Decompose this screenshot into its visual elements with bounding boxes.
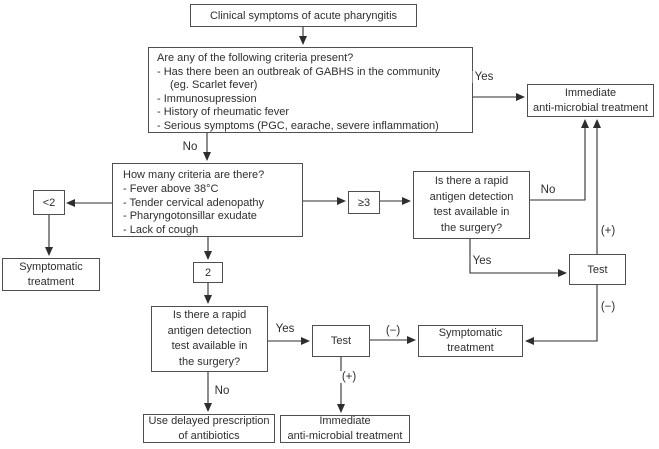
edge-label-plus-test-mid: (+) — [339, 371, 359, 383]
node-rapid-test-question-right: Is there a rapid antigen detection test … — [413, 171, 530, 239]
node-text-line: anti-microbial treatment — [287, 430, 403, 442]
edge-label-no-rapid-right: No — [538, 184, 558, 196]
node-symptomatic-treatment-mid: Symptomatic treatment — [418, 325, 523, 357]
node-text-line: - Immunosupression — [157, 92, 257, 105]
node-text-line: Symptomatic — [438, 327, 503, 339]
node-text-line: - Fever above 38°C — [123, 182, 219, 195]
node-text-line: (eg. Scarlet fever) — [170, 79, 258, 91]
node-text-line: - Lack of cough — [123, 224, 199, 237]
node-text-line: the surgery? — [178, 355, 241, 368]
node-text-line: - Has there been an outbreak of GABHS in… — [157, 65, 441, 78]
node-text-line: Use delayed prescription — [148, 414, 270, 427]
node-text-line: Are any of the following criteria presen… — [157, 52, 354, 64]
node-text: <2 — [42, 196, 56, 209]
edge-label-yes-rapid-right: Yes — [470, 255, 494, 267]
node-text-line: Is there a rapid — [434, 175, 509, 187]
node-text-line: test available in — [433, 206, 510, 218]
node-text-line: - Tender cervical adenopathy — [123, 196, 265, 209]
node-text: Test — [330, 335, 352, 347]
node-text-line: - Serious symptoms (PGC, earache, severe… — [157, 119, 439, 132]
edge-label-no-rapid-mid: No — [212, 385, 232, 397]
node-exactly-2: 2 — [193, 262, 223, 283]
node-text-line: Immediate — [564, 86, 617, 99]
node-text-line: test available in — [171, 340, 248, 352]
node-text-line: the surgery? — [440, 221, 503, 234]
node-text-line: - Pharyngotonsillar exudate — [123, 210, 257, 223]
node-text-line: How many criteria are there? — [123, 169, 265, 181]
edge-label-yes-rapid-mid: Yes — [273, 323, 297, 335]
node-criteria-question: Are any of the following criteria presen… — [148, 47, 473, 133]
node-clinical-symptoms: Clinical symptoms of acute pharyngitis — [190, 4, 417, 27]
node-less-than-2: <2 — [33, 190, 65, 215]
edge-test-right-minus-to-symptomatic — [525, 285, 598, 345]
node-immediate-treatment-top: Immediate anti-microbial treatment — [527, 84, 654, 117]
node-rapid-test-question-mid: Is there a rapid antigen detection test … — [151, 306, 268, 372]
node-text-line: of antibiotics — [178, 429, 240, 442]
node-text: Clinical symptoms of acute pharyngitis — [209, 9, 398, 22]
node-text-line: Symptomatic — [19, 260, 83, 273]
edge-label-plus-test-right: (+) — [598, 225, 618, 237]
node-text-line: - History of rheumatic fever — [157, 106, 290, 118]
node-text-line: treatment — [27, 275, 75, 288]
node-text-line: anti-microbial treatment — [533, 101, 648, 114]
node-text-line: antigen detection — [167, 324, 252, 337]
edge-label-minus-test-right: (−) — [598, 301, 618, 313]
node-delayed-prescription: Use delayed prescription of antibiotics — [143, 414, 275, 443]
node-text: Test — [587, 263, 608, 276]
node-text-line: antigen detection — [429, 190, 514, 203]
node-test-mid: Test — [312, 325, 370, 357]
node-text-line: Is there a rapid — [172, 309, 247, 321]
node-text-line: Immediate — [319, 415, 371, 427]
edge-label-no-criteria: No — [180, 141, 200, 153]
node-3-or-more: ≥3 — [348, 191, 380, 214]
node-text: ≥3 — [357, 196, 371, 209]
edge-label-yes-criteria: Yes — [472, 71, 496, 83]
node-how-many-criteria: How many criteria are there? - Fever abo… — [112, 163, 303, 237]
node-text: 2 — [204, 266, 212, 279]
node-symptomatic-treatment-left: Symptomatic treatment — [2, 258, 100, 291]
node-test-right: Test — [569, 254, 626, 285]
edge-label-minus-test-mid: (−) — [383, 325, 403, 337]
node-immediate-treatment-bottom: Immediate anti-microbial treatment — [280, 415, 410, 443]
node-text-line: treatment — [447, 342, 494, 354]
